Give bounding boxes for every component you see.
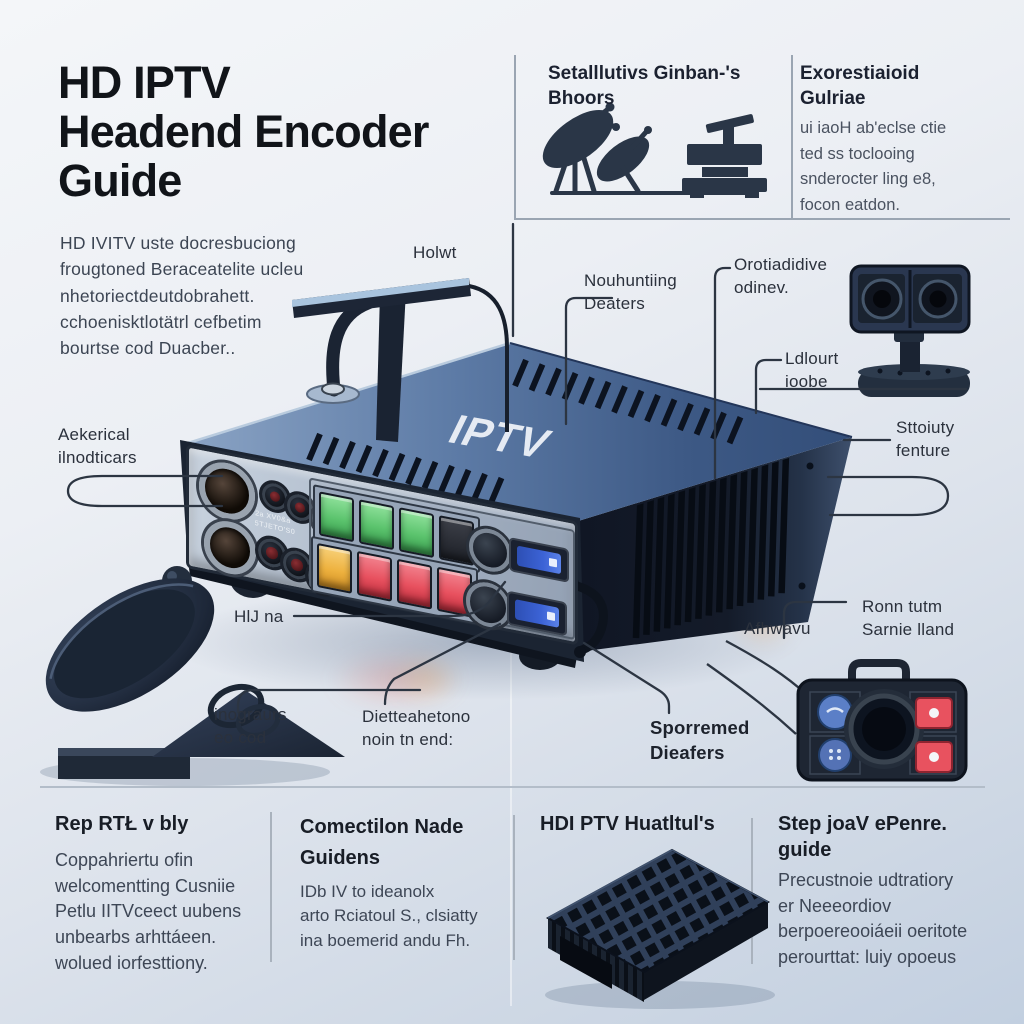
side-screw-top xyxy=(806,462,814,470)
controller-illustration xyxy=(706,639,968,782)
callout-label-layout: Ldlourt ioobe xyxy=(785,349,839,391)
bottom-divider xyxy=(40,786,985,788)
guide-section-body: ui iaoH ab'eclse ctie ted ss toclooing s… xyxy=(800,119,947,214)
callout-line-rotative xyxy=(713,266,732,480)
section-heading-4: Step joaV ePenre. guide xyxy=(778,813,947,861)
section-body-4: Precustnoie udtratiory er Neeeordiov ber… xyxy=(778,870,968,968)
callout-pill-right xyxy=(826,475,950,517)
callout-line-hij xyxy=(292,580,507,618)
satellite-dish-illustration xyxy=(40,566,345,786)
page-title: HD IPTV Headend Encoder Guide xyxy=(58,57,429,207)
callout-label-inputs: inograurs eo cod xyxy=(214,705,287,747)
guide-section-heading: Exorestiaioid Gulriae xyxy=(800,63,920,109)
callout-label-sporremed: Sporremed Dieafers xyxy=(650,717,750,763)
controller-handle xyxy=(848,659,910,684)
camera-icon-illustration xyxy=(849,264,971,397)
column-divider-3 xyxy=(751,818,753,964)
callout-line-sporremed xyxy=(582,641,671,715)
callout-line-ronn xyxy=(782,600,848,640)
callout-line-mounting xyxy=(564,296,614,426)
column-divider-2 xyxy=(513,815,515,960)
section-heading-3: HDI PTV Huatltul's xyxy=(540,813,715,835)
column-divider-1 xyxy=(270,812,272,962)
callout-label-digital: Dietteahetono noin tn end: xyxy=(362,707,471,749)
callout-line-layout xyxy=(754,358,783,415)
device-top-face xyxy=(188,343,852,522)
callout-label-stability: Sttoiuty fenture xyxy=(896,418,955,460)
section-body-1: Coppahriertu ofin welcomentting Cusniie … xyxy=(55,850,242,973)
section-body-2: IDb IV to ideanolx arto Rciatoul S., cls… xyxy=(300,882,478,950)
antenna xyxy=(292,278,509,442)
callout-line-digital xyxy=(383,622,502,706)
side-screw-bottom xyxy=(798,582,806,590)
header-divider-bottom xyxy=(514,218,1010,220)
callout-label-rotative: Orotiadidive odinev. xyxy=(734,255,828,297)
callout-line-inputs xyxy=(236,688,422,714)
encoder-machine-icon xyxy=(682,114,767,198)
callout-label-aerial: Aekerical ilnodticars xyxy=(58,425,137,467)
callout-label-holwt: Holwt xyxy=(413,243,457,262)
callout-label-ronn: Ronn tutm Sarnie lland xyxy=(862,597,955,639)
section-heading-2: Comectilon Nade Guidens xyxy=(300,816,464,869)
callout-pill-left xyxy=(66,474,224,508)
controller-blue-button-2 xyxy=(818,738,852,772)
section-heading-1: Rep RTŁ v bly xyxy=(55,813,189,835)
top-vent-band-front xyxy=(306,432,505,506)
callout-label-afhwavu: Afhwavu xyxy=(744,619,811,638)
satellite-section-heading: Setalllutivs Ginban-'s Bhoors xyxy=(548,63,741,109)
intro-paragraph: HD IVITV uste docresbuciong frougtoned B… xyxy=(60,233,304,358)
header-divider-1 xyxy=(514,55,516,218)
callout-label-mounting: Nouhuntiing Deaters xyxy=(584,271,677,313)
table-seam xyxy=(510,592,512,1006)
callout-label-hij: HlJ na xyxy=(234,607,284,626)
heatsink-illustration xyxy=(545,848,775,1009)
header-divider-2 xyxy=(791,55,793,218)
